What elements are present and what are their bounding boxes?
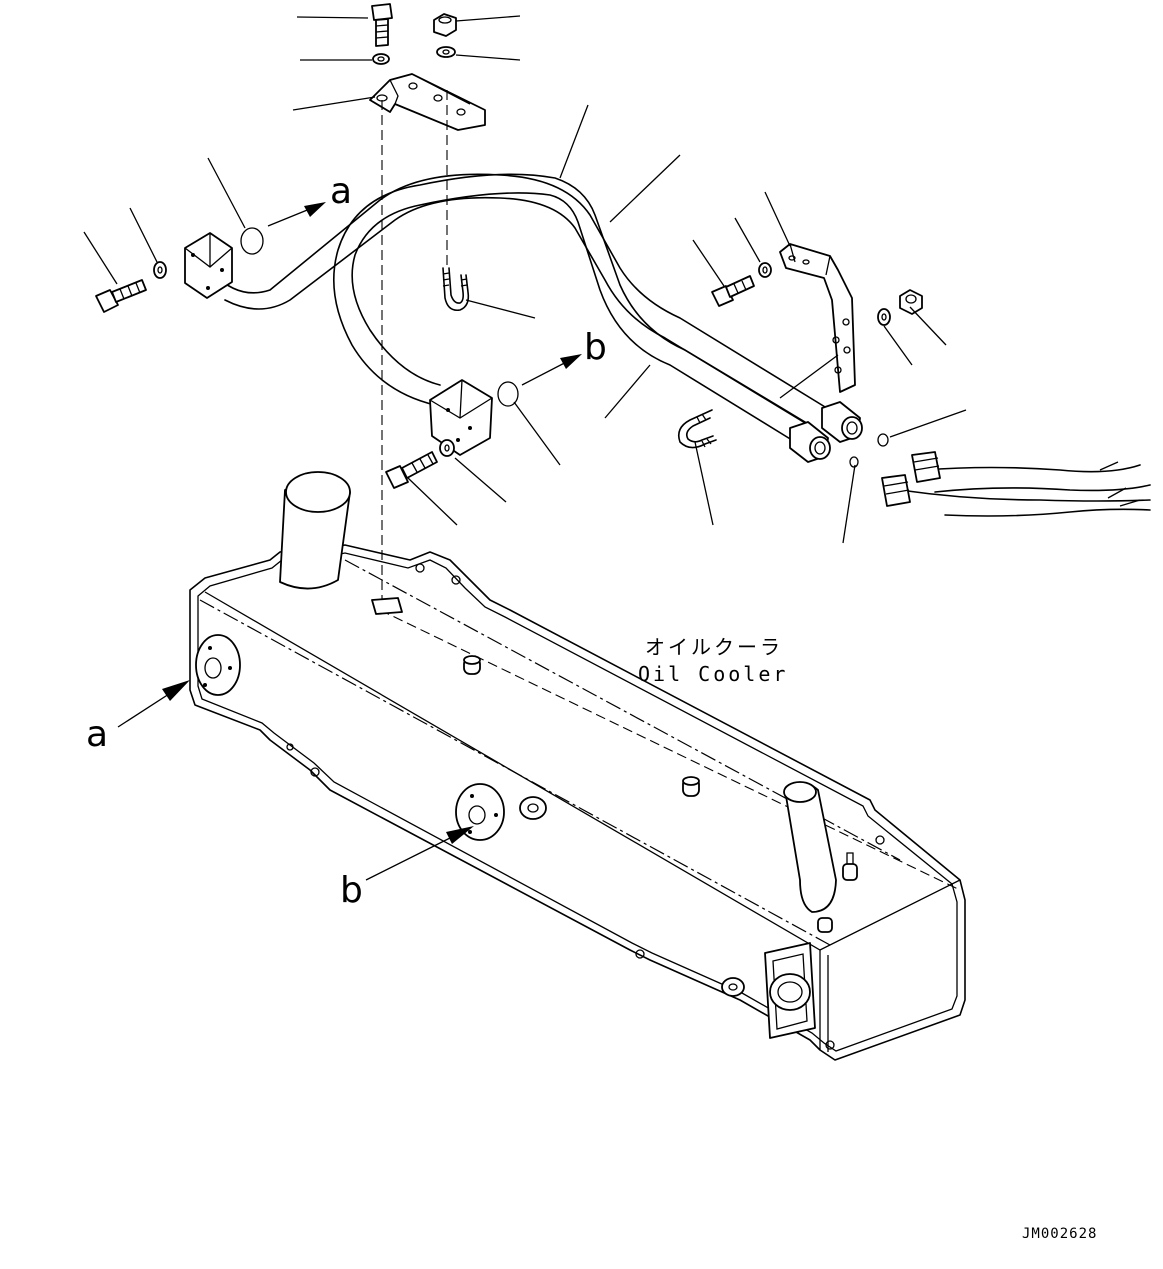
- label-b-lower: b: [340, 870, 363, 911]
- bracket-right: [779, 243, 856, 393]
- bolt-lower: [385, 439, 455, 489]
- arrow-a-lower: [117, 680, 190, 728]
- split-flange-lower: [429, 379, 493, 456]
- label-a-lower: a: [86, 714, 108, 755]
- bolt-left: [95, 261, 167, 313]
- oil-pipe-upper: [214, 173, 831, 433]
- oil-cooler-body: [189, 471, 966, 1061]
- label-a-upper: a: [330, 171, 352, 212]
- component-label-jp: オイルクーラ: [645, 635, 783, 659]
- oil-pipe-lower: [333, 173, 811, 446]
- u-bolt-lower: [677, 409, 717, 449]
- nut-top: [433, 13, 457, 58]
- pipe-end-fittings: [789, 401, 863, 463]
- leader-lines: [83, 15, 967, 544]
- arrow-b-upper: [521, 354, 582, 386]
- split-flange-upper: [184, 232, 233, 299]
- bolt-top: [371, 3, 393, 65]
- bolt-right: [711, 262, 772, 307]
- hose-assembly: [881, 451, 1151, 517]
- arrow-a-upper: [267, 202, 326, 227]
- o-rings: [240, 227, 889, 468]
- nut-right: [877, 289, 923, 326]
- label-b-upper: b: [584, 327, 607, 368]
- component-label-en: Oil Cooler: [638, 662, 788, 686]
- bracket-top: [369, 73, 486, 600]
- arrow-b-lower: [365, 826, 474, 881]
- u-bolt-upper: [442, 267, 470, 312]
- drawing-code: JM002628: [1022, 1226, 1097, 1242]
